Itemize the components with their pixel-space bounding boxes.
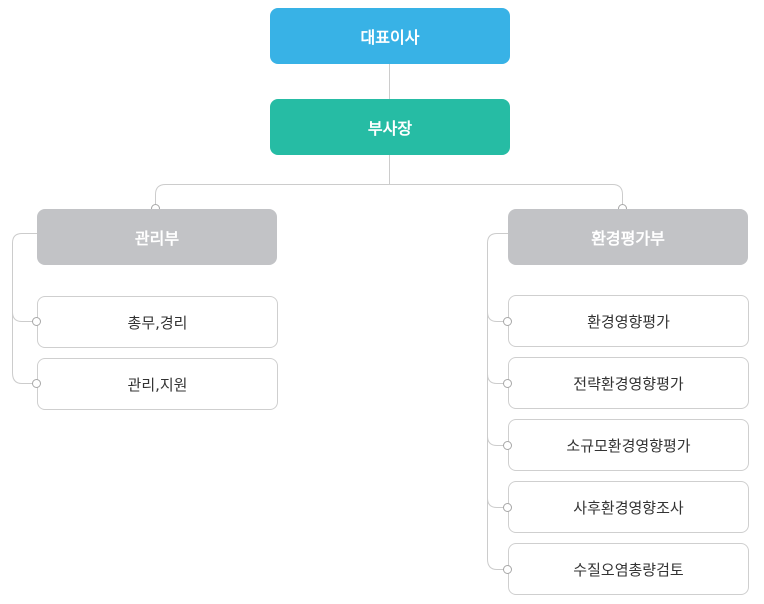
node-department-management: 관리부	[37, 209, 277, 265]
node-vice-president: 부사장	[270, 99, 510, 155]
connector-dot	[32, 317, 41, 326]
node-team: 소규모환경영향평가	[508, 419, 749, 471]
node-team: 수질오염총량검토	[508, 543, 749, 595]
node-team: 사후환경영향조사	[508, 481, 749, 533]
connector-dot	[503, 379, 512, 388]
connector-dot	[503, 317, 512, 326]
node-team: 관리,지원	[37, 358, 278, 410]
connector-dot	[503, 503, 512, 512]
node-team: 전략환경영향평가	[508, 357, 749, 409]
connector-dot	[503, 441, 512, 450]
node-team: 총무,경리	[37, 296, 278, 348]
node-department-environmental-assessment: 환경평가부	[508, 209, 748, 265]
connector-dot	[32, 379, 41, 388]
node-ceo: 대표이사	[270, 8, 510, 64]
node-team: 환경영향평가	[508, 295, 749, 347]
connector-dot	[503, 565, 512, 574]
